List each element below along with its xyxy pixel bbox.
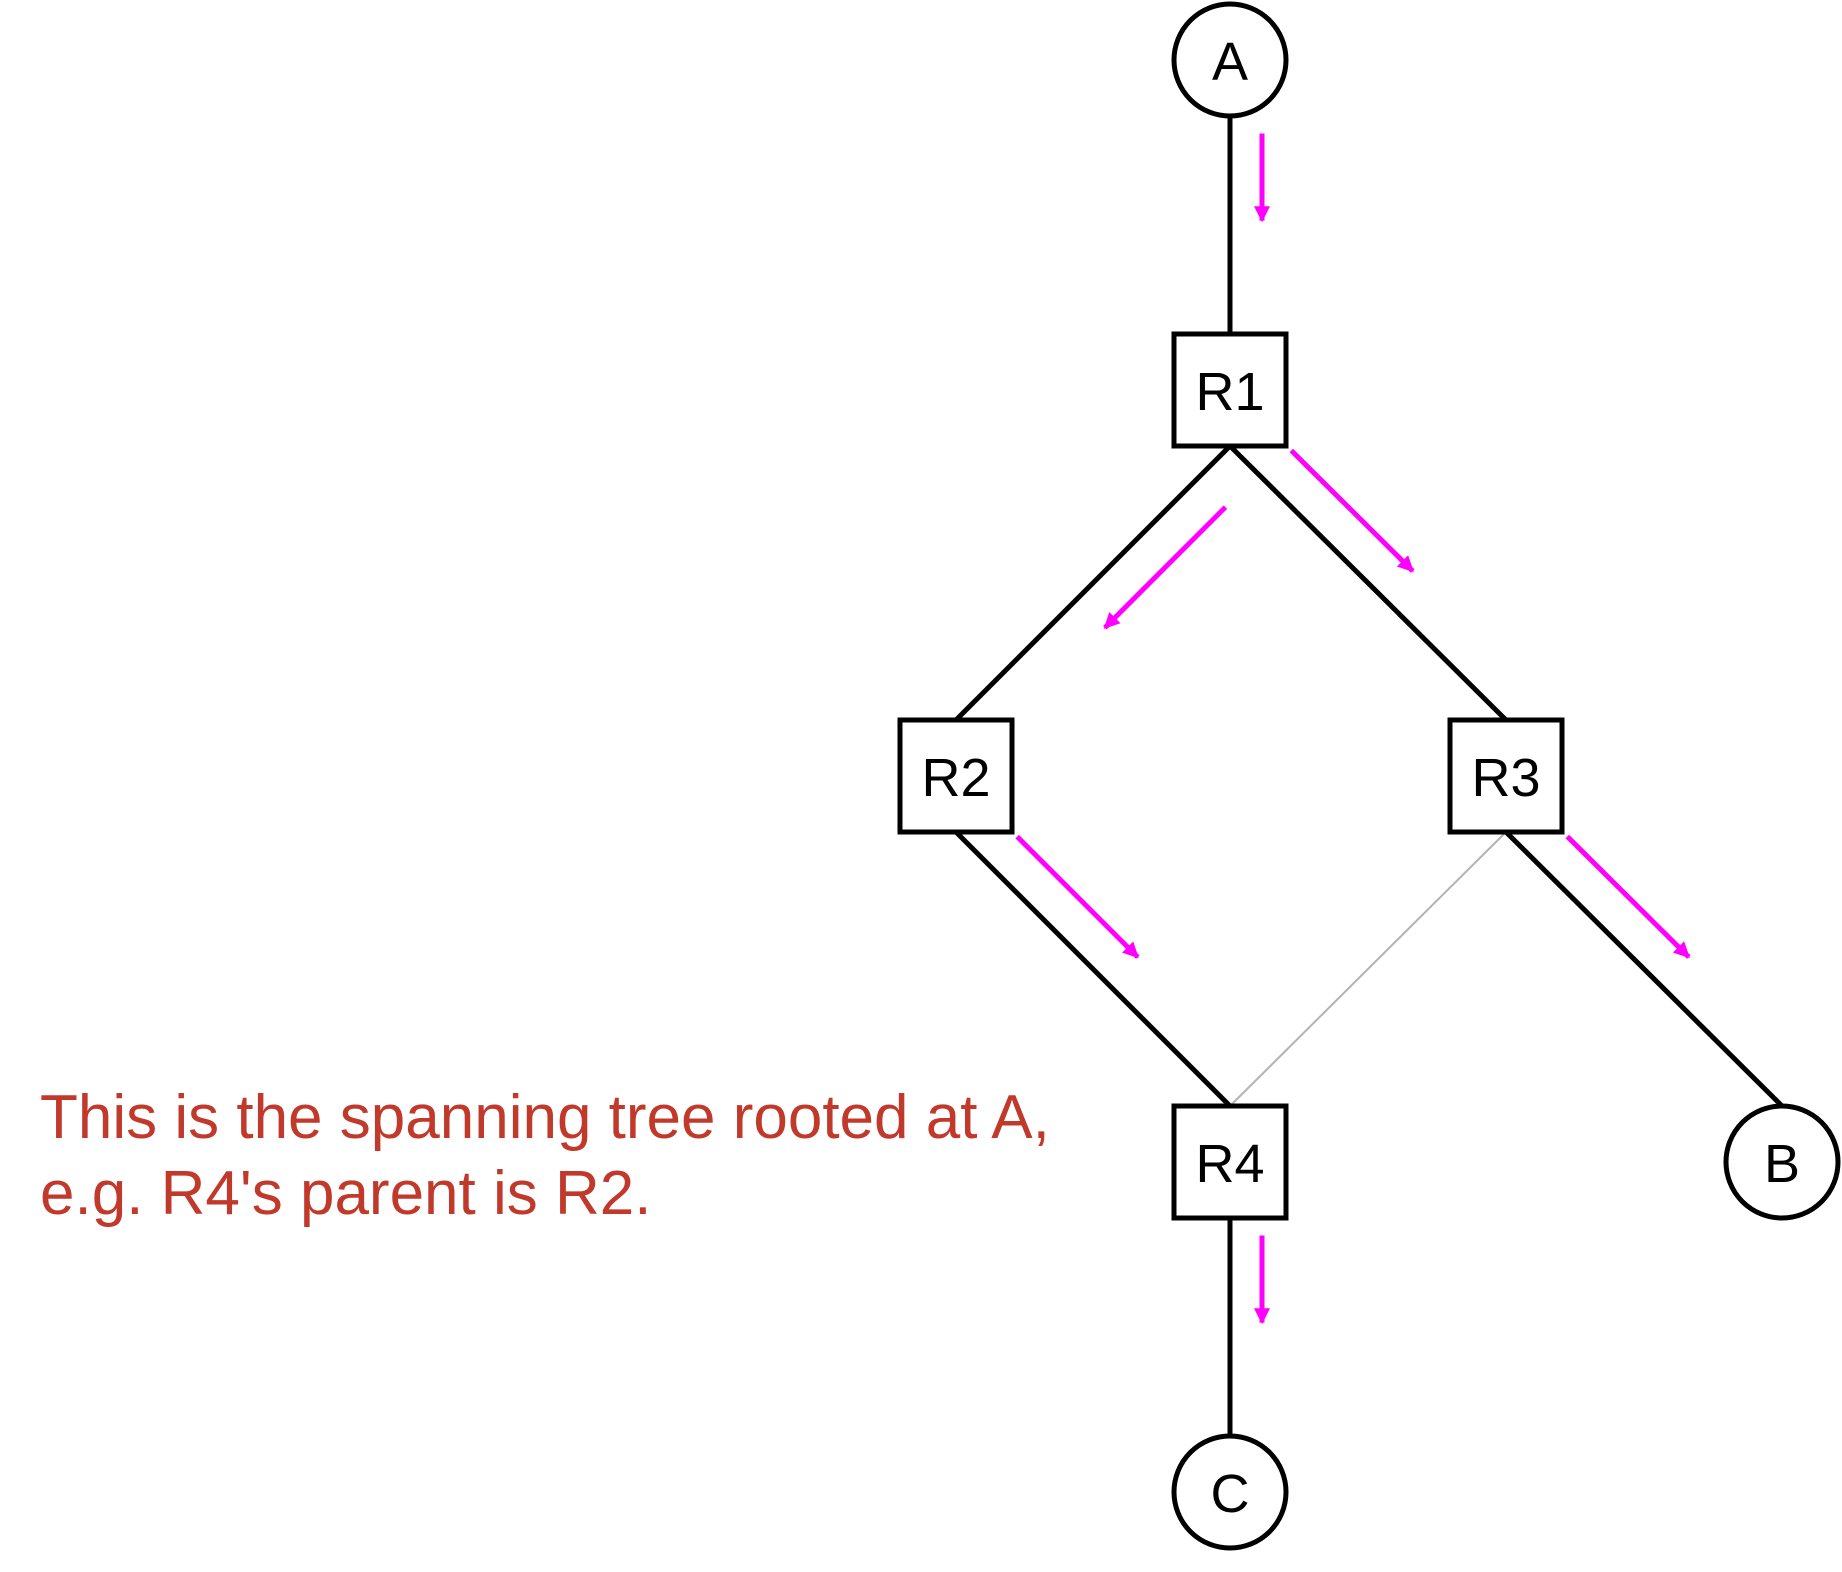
direction-arrows-layer [1015, 133, 1691, 1325]
arrow-r2-to-r4 [1015, 834, 1140, 959]
edge-r1-r3 [1228, 444, 1508, 722]
node-c-label: C [1211, 1464, 1250, 1524]
node-b: B [1723, 1103, 1841, 1221]
node-b-circle [1723, 1103, 1841, 1221]
node-r2-square [897, 717, 1015, 835]
edge-r1-r2 [954, 444, 1232, 722]
node-r3: R3 [1447, 717, 1565, 835]
edges-layer [954, 116, 1784, 1436]
node-b-label: B [1764, 1134, 1800, 1194]
node-r4: R4 [1171, 1103, 1289, 1221]
node-c: C [1171, 1433, 1289, 1551]
node-r1-label: R1 [1195, 362, 1264, 422]
caption-line-2: e.g. R4's parent is R2. [40, 1159, 652, 1228]
node-a-circle [1171, 1, 1289, 119]
arrow-r1-to-r2 [1103, 505, 1228, 630]
node-r2-label: R2 [921, 748, 990, 808]
node-r1-square [1171, 331, 1289, 449]
node-r1: R1 [1171, 331, 1289, 449]
caption-line-1: This is the spanning tree rooted at A, [40, 1083, 1050, 1152]
edge-r3-b [1504, 830, 1784, 1108]
node-r2: R2 [897, 717, 1015, 835]
node-r3-label: R3 [1471, 748, 1540, 808]
node-a: A [1171, 1, 1289, 119]
node-r4-square [1171, 1103, 1289, 1221]
edge-r3-r4 [1229, 831, 1507, 1107]
arrow-r3-to-b [1565, 834, 1691, 959]
node-r4-label: R4 [1195, 1134, 1264, 1194]
arrow-r1-to-r3 [1289, 448, 1415, 573]
edge-r2-r4 [954, 830, 1232, 1108]
node-r3-square [1447, 717, 1565, 835]
caption: This is the spanning tree rooted at A, e… [40, 1080, 1140, 1232]
node-c-circle [1171, 1433, 1289, 1551]
node-a-label: A [1212, 32, 1248, 92]
